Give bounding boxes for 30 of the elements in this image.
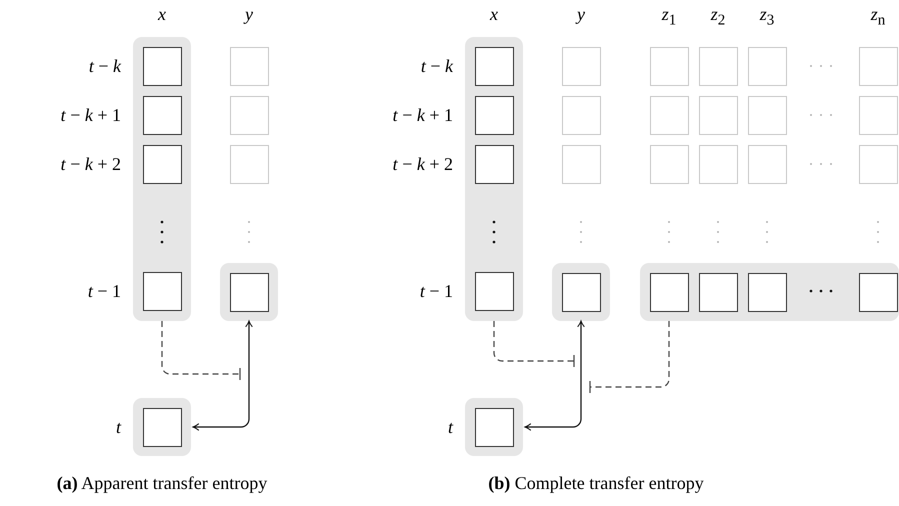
row-label: t − k + 1 xyxy=(60,106,121,124)
column-label: x xyxy=(158,5,166,23)
column-label: z$_{3}$ xyxy=(760,5,774,29)
subfigure-caption: (a) Apparent transfer entropy xyxy=(56,474,268,492)
row-label: t − k xyxy=(420,57,453,75)
row-label: t xyxy=(448,418,453,436)
row-label: t − k + 1 xyxy=(392,106,453,124)
highlight-band xyxy=(465,37,523,321)
column-label: y xyxy=(577,5,585,23)
column-label: y xyxy=(245,5,253,23)
column-label: x xyxy=(490,5,498,23)
dashed-connector xyxy=(161,321,241,381)
column-label: z$_{n}$ xyxy=(870,5,886,29)
highlight-band xyxy=(552,263,610,321)
column-label: z$_{2}$ xyxy=(710,5,726,29)
highlight-band xyxy=(133,37,191,321)
row-label: t − k + 2 xyxy=(60,155,121,173)
highlight-band xyxy=(133,398,191,456)
row-label: t − 1 xyxy=(88,282,121,300)
row-label: t xyxy=(116,418,121,436)
subfigure-caption: (b) Complete transfer entropy xyxy=(488,474,704,492)
highlight-band xyxy=(220,263,278,321)
highlight-band xyxy=(465,398,523,456)
column-label: z$_{1}$ xyxy=(662,5,676,29)
highlight-band xyxy=(640,263,899,321)
row-label: t − k xyxy=(88,57,121,75)
row-label: t − k + 2 xyxy=(392,155,453,173)
dashed-connector xyxy=(493,321,575,368)
row-label: t − 1 xyxy=(420,282,453,300)
dashed-connector xyxy=(589,321,670,394)
